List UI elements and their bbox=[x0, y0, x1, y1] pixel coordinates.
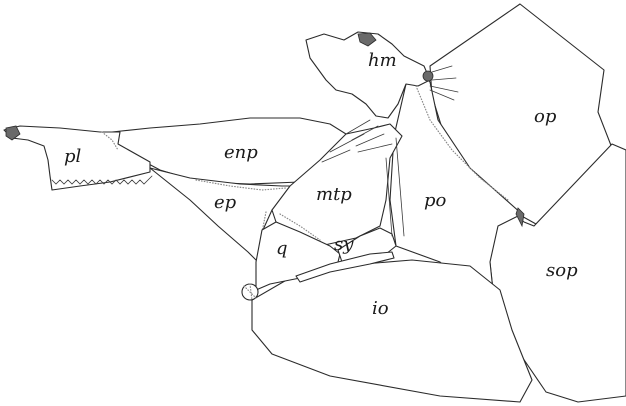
hyomandibular-opercular-condyle bbox=[423, 71, 433, 81]
label-mtp: mtp bbox=[316, 184, 352, 205]
label-pl: pl bbox=[64, 146, 82, 167]
label-op: op bbox=[534, 106, 557, 127]
label-hm: hm bbox=[368, 50, 397, 71]
label-po: po bbox=[424, 190, 447, 211]
interopercle-bone bbox=[252, 260, 532, 402]
label-q: q bbox=[276, 238, 288, 259]
label-io: io bbox=[372, 298, 389, 319]
label-sop: sop bbox=[546, 260, 578, 281]
label-sy: sy bbox=[334, 234, 354, 255]
label-enp: enp bbox=[224, 142, 258, 163]
label-ep: ep bbox=[214, 192, 237, 213]
